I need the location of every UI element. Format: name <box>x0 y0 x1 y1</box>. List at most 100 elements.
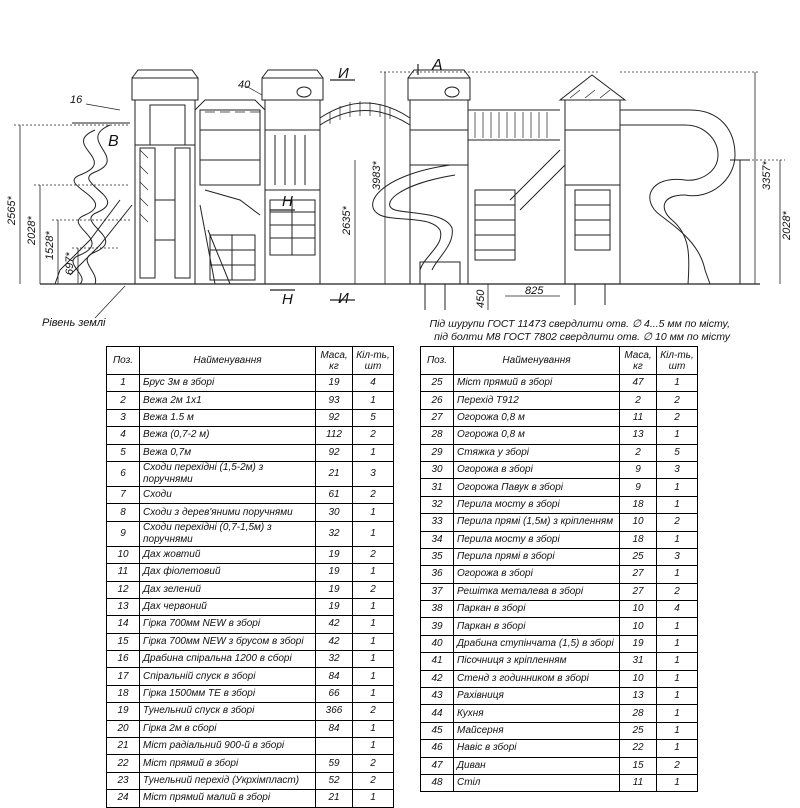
name-cell: Огорожа в зборі <box>453 565 620 584</box>
qty-cell: 5 <box>656 443 698 462</box>
pos-cell: 31 <box>420 478 454 497</box>
pos-cell: 40 <box>420 634 454 654</box>
name-cell: Міст прямий в зборі <box>139 754 316 773</box>
name-cell: Решітка металева в зборі <box>453 582 620 602</box>
qty-cell: 1 <box>352 443 394 462</box>
tower-4 <box>558 74 627 305</box>
dim-3983: 3983* <box>371 161 383 190</box>
label-I-bottom: И <box>338 290 349 307</box>
parts-table-right: Поз. Найменування Маса, кг Кіл-ть, шт 25… <box>420 346 698 793</box>
pos-cell: 17 <box>106 667 140 686</box>
pos-cell: 27 <box>420 408 454 428</box>
name-cell: Дах зелений <box>139 580 316 599</box>
pos-cell: 6 <box>106 460 140 487</box>
mass-cell: 25 <box>619 547 657 567</box>
pos-cell: 46 <box>420 739 454 758</box>
label-N-bottom: Н <box>282 291 293 308</box>
qty-cell: 1 <box>352 563 394 582</box>
pos-cell: 14 <box>106 615 140 634</box>
qty-cell: 1 <box>656 617 698 636</box>
qty-cell: 2 <box>656 408 698 428</box>
mass-cell: 27 <box>619 565 657 584</box>
mass-cell: 10 <box>619 617 657 636</box>
pos-cell: 41 <box>420 652 454 671</box>
col-mass: Маса, кг <box>315 346 353 375</box>
table-header-row: Поз. Найменування Маса, кг Кіл-ть, шт <box>420 346 698 375</box>
pos-cell: 22 <box>106 754 140 773</box>
pos-cell: 5 <box>106 443 140 462</box>
name-cell: Драбина ступінчата (1,5) в зборі <box>453 634 620 654</box>
mass-cell: 19 <box>315 597 353 617</box>
name-cell: Паркан в зборі <box>453 600 620 619</box>
qty-cell: 1 <box>656 373 698 393</box>
mass-cell: 92 <box>315 443 353 462</box>
pos-cell: 42 <box>420 669 454 689</box>
mass-cell: 42 <box>315 615 353 634</box>
pos-cell: 11 <box>106 563 140 582</box>
pos-cell: 34 <box>420 530 454 549</box>
qty-cell: 1 <box>352 391 394 410</box>
pos-cell: 10 <box>106 545 140 565</box>
mass-cell: 18 <box>619 495 657 515</box>
mass-cell: 2 <box>619 391 657 410</box>
label-N-top: Н <box>282 193 293 210</box>
pos-cell: 48 <box>420 773 454 793</box>
mass-cell: 2 <box>619 443 657 462</box>
pos-cell: 12 <box>106 580 140 599</box>
name-cell: Огорожа 0,8 м <box>453 426 620 445</box>
pos-cell: 32 <box>420 495 454 515</box>
arched-bridge <box>319 101 411 284</box>
mass-cell: 92 <box>315 408 353 428</box>
mass-cell <box>315 737 353 756</box>
qty-cell: 1 <box>352 632 394 652</box>
name-cell: Тунельний перехід (Укрхімпласт) <box>139 771 316 791</box>
name-cell: Навіс в зборі <box>453 739 620 758</box>
name-cell: Вежа 2м 1х1 <box>139 391 316 410</box>
qty-cell: 1 <box>656 530 698 549</box>
dim-697: 697* <box>64 252 76 275</box>
pos-cell: 13 <box>106 597 140 617</box>
label-A: A <box>431 57 443 74</box>
pos-cell: 15 <box>106 632 140 652</box>
qty-cell: 3 <box>656 460 698 480</box>
mass-cell: 13 <box>619 426 657 445</box>
qty-cell: 1 <box>656 773 698 793</box>
pos-cell: 29 <box>420 443 454 462</box>
name-cell: Огорожа 0,8 м <box>453 408 620 428</box>
qty-cell: 2 <box>352 580 394 599</box>
pos-cell: 35 <box>420 547 454 567</box>
name-cell: Майсерня <box>453 721 620 741</box>
name-cell: Стяжка у зборі <box>453 443 620 462</box>
tower-1 <box>131 69 199 285</box>
pos-cell: 23 <box>106 771 140 791</box>
qty-cell: 4 <box>352 373 394 393</box>
pos-cell: 25 <box>420 373 454 393</box>
qty-cell: 2 <box>352 754 394 773</box>
name-cell: Дах червоний <box>139 597 316 617</box>
qty-cell: 1 <box>656 721 698 741</box>
col-name: Найменування <box>453 346 620 375</box>
qty-cell: 1 <box>352 719 394 739</box>
mass-cell: 19 <box>315 580 353 599</box>
drilling-note-1: Під шурупи ГОСТ 11473 свердлити отв. ∅ 4… <box>429 318 730 330</box>
name-cell: Огорожа Павук в зборі <box>453 478 620 497</box>
dim-2028-right: 2028* <box>781 211 793 241</box>
mass-cell: 366 <box>315 702 353 721</box>
qty-cell: 2 <box>352 485 394 505</box>
pos-cell: 30 <box>420 460 454 480</box>
